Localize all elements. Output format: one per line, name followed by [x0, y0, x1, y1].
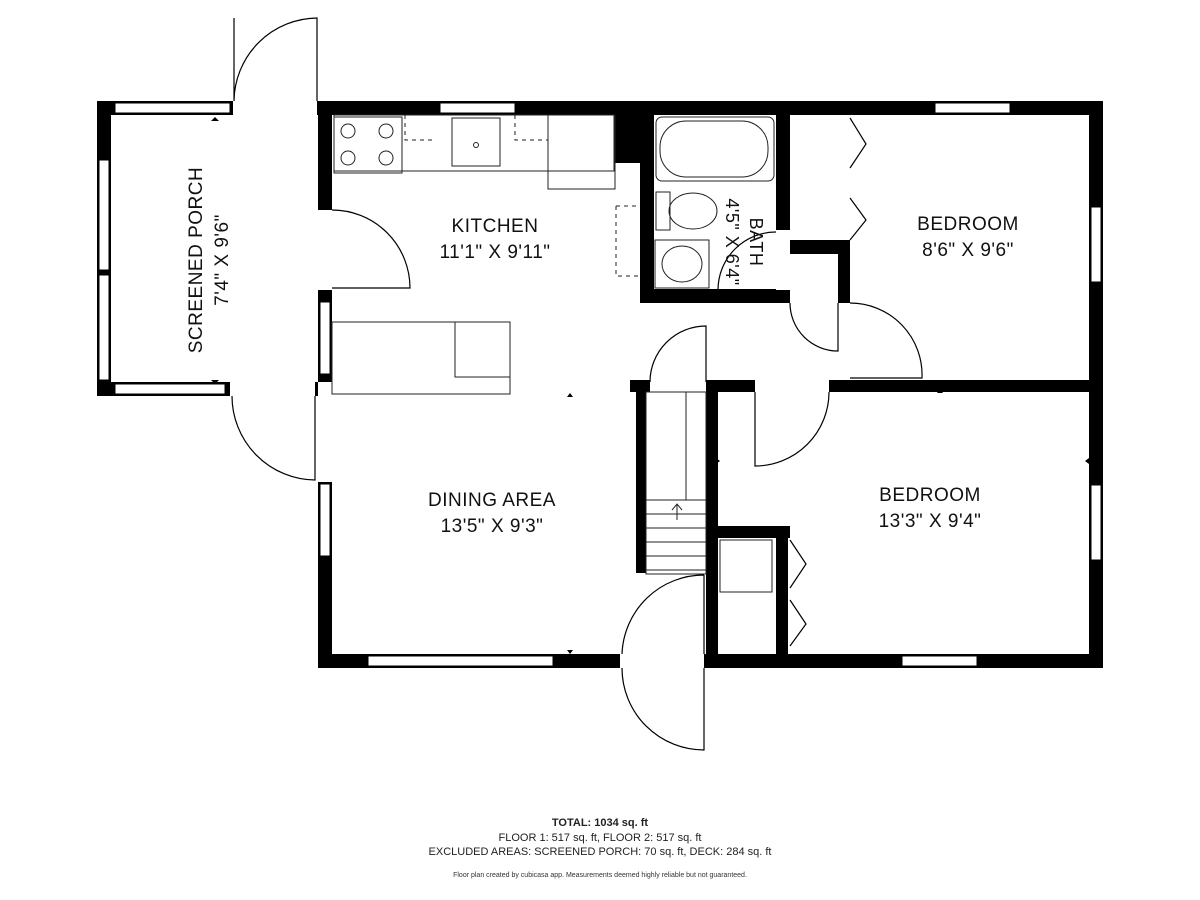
bath-sink — [654, 239, 710, 289]
opening-stair-door — [650, 380, 706, 392]
window-bedroom2-bottom — [901, 655, 978, 667]
kitchen-counter — [333, 114, 615, 172]
area-summary: TOTAL: 1034 sq. ft FLOOR 1: 517 sq. ft, … — [0, 816, 1200, 881]
door-closet1 — [789, 302, 839, 352]
window-bedroom1-top — [934, 102, 1011, 114]
bath-dims: 4'5" X 6'4" — [722, 198, 742, 286]
total-area: TOTAL: 1034 sq. ft — [551, 817, 649, 829]
excluded-areas: EXCLUDED AREAS: SCREENED PORCH: 70 sq. f… — [428, 846, 772, 858]
bedroom1-name: BEDROOM — [917, 214, 1019, 235]
bath-name: BATH — [746, 217, 766, 267]
bedroom2-dims: 13'3" X 9'4" — [878, 511, 982, 532]
stair-wall-left — [636, 390, 646, 573]
kitchen-name: KITCHEN — [451, 216, 539, 237]
window-porch-top — [114, 102, 231, 114]
island-sink — [454, 321, 511, 378]
room-label-porch: SCREENED PORCH 7'4" X 9'6" — [184, 140, 236, 380]
closet2-wall-right — [776, 526, 788, 656]
fixtures — [331, 114, 775, 593]
opening-bedroom2-door — [755, 380, 829, 392]
door-bath — [717, 231, 777, 291]
toilet — [655, 191, 671, 231]
room-label-bedroom2: BEDROOM 13'3" X 9'4" — [830, 483, 1030, 535]
window-kitchen-left — [319, 301, 331, 375]
window-dining-bottom — [367, 655, 554, 667]
wall-markers — [211, 117, 1089, 654]
floor-areas: FLOOR 1: 517 sq. ft, FLOOR 2: 517 sq. ft — [498, 832, 702, 844]
bath-wall-bottom — [640, 289, 790, 303]
door-porch-top — [233, 17, 318, 102]
kitchen-island — [331, 321, 511, 395]
opening-bath-door — [776, 230, 790, 290]
dashed-appliance — [615, 205, 640, 277]
closet2-wall-top — [718, 526, 790, 538]
door-porch-bottom — [231, 395, 316, 481]
window-dining-left — [319, 483, 331, 557]
window-porch-left-a — [98, 159, 110, 271]
bedroom2-closet-shelf — [719, 539, 773, 593]
bedroom2-name: BEDROOM — [879, 485, 981, 506]
window-porch-bottom — [114, 383, 226, 395]
door-front-upper — [621, 574, 705, 655]
bedroom2-wall-left — [706, 390, 718, 660]
opening-dining-kitchen — [318, 382, 332, 482]
door-bedroom1 — [849, 302, 923, 379]
opening-closet1-door — [790, 289, 838, 303]
room-label-kitchen: KITCHEN 11'1" X 9'11" — [405, 214, 585, 266]
porch-dims: 7'4" X 9'6" — [212, 214, 233, 306]
dishwasher-outline — [404, 115, 548, 141]
closet-wall-a — [776, 240, 848, 254]
dining-name: DINING AREA — [428, 490, 556, 511]
doors — [231, 17, 923, 751]
porch-name: SCREENED PORCH — [186, 166, 207, 354]
room-label-bedroom1: BEDROOM 8'6" X 9'6" — [878, 212, 1058, 264]
door-stair — [649, 325, 707, 383]
bath-wall-left — [640, 115, 654, 303]
refrigerator — [547, 114, 616, 190]
room-label-dining: DINING AREA 13'5" X 9'3" — [392, 488, 592, 540]
windows — [98, 101, 1102, 668]
dining-dims: 13'5" X 9'3" — [440, 516, 544, 537]
kitchen-sink — [451, 117, 501, 167]
bedroom-divider-wall — [630, 380, 1103, 392]
bedroom1-dims: 8'6" X 9'6" — [922, 240, 1014, 261]
door-bifold-bedroom2 — [789, 539, 807, 647]
room-label-bath: BATH 4'5" X 6'4" — [720, 167, 768, 317]
door-front-lower — [621, 667, 705, 751]
kitchen-dims: 11'1" X 9'11" — [439, 242, 551, 263]
window-porch-left-b — [98, 274, 110, 381]
window-bedroom2-right — [1090, 484, 1102, 561]
credit-note: Floor plan created by cubicasa app. Meas… — [453, 872, 747, 879]
opening-kitchen-porch — [318, 210, 332, 290]
opening-bedroom1-door — [838, 303, 850, 380]
staircase — [645, 391, 707, 575]
window-bedroom1-right — [1090, 206, 1102, 283]
opening-front-door — [620, 654, 704, 668]
door-bedroom2 — [754, 391, 830, 467]
door-bifold-bedroom1 — [849, 117, 867, 241]
kitchen-bath-column — [615, 115, 640, 163]
opening-porch-door-bottom — [230, 382, 315, 396]
window-kitchen-top — [439, 102, 516, 114]
door-kitchen-left — [331, 209, 411, 289]
opening-porch-door-top — [233, 101, 317, 115]
bathtub — [655, 116, 775, 182]
